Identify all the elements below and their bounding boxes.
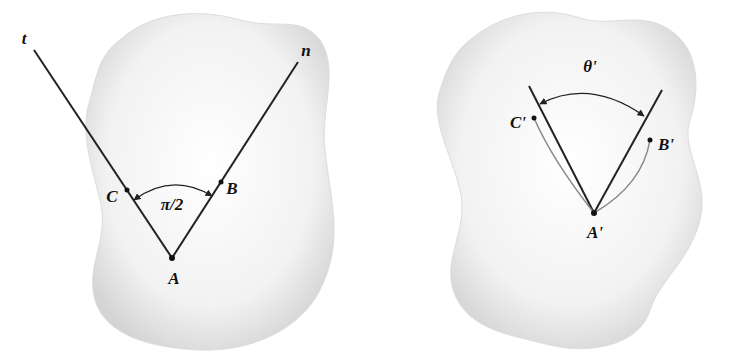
point-label: A [168,270,179,287]
point-c [125,188,130,193]
theta-arc [540,93,644,116]
point-label: B' [658,136,674,153]
axis-label: t [22,30,27,47]
angle-label: θ' [583,58,597,75]
point-label: C' [510,114,526,131]
point-b-prime [648,138,653,143]
n-axis [172,62,298,258]
point-label: B [226,180,237,197]
tangent-line-c [529,86,594,213]
tangent-line-b [594,90,662,213]
point-a-prime [591,210,597,216]
point-b [219,180,224,185]
t-axis [34,50,172,258]
axis-label: n [301,42,310,59]
point-c-prime [532,116,537,121]
point-a [169,255,175,261]
angle-label: π/2 [161,196,184,213]
undeformed-body [86,14,334,351]
deformed-curve-b [594,140,650,213]
deformed-body [437,12,702,348]
deformed-curve-c [534,118,594,213]
point-label: A' [587,224,603,241]
point-label: C [106,188,117,205]
